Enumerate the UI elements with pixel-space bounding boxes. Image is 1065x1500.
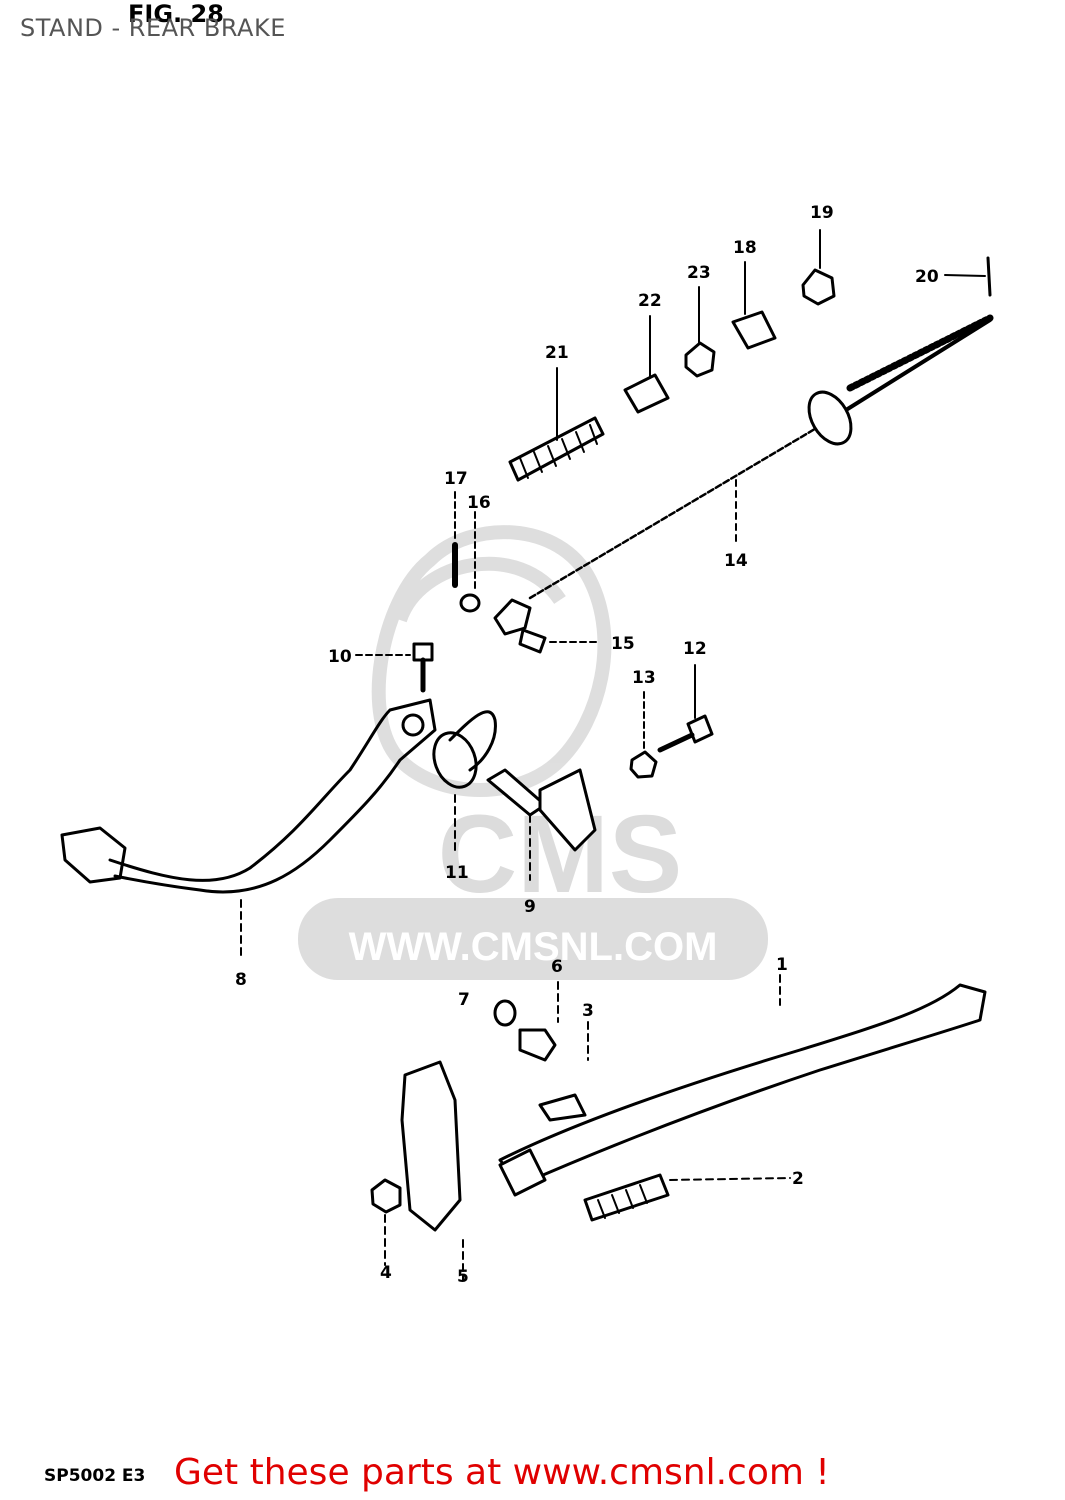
callout-3: 3 [582, 1001, 594, 1021]
callout-11: 11 [445, 863, 469, 883]
part-22-spacer [623, 315, 670, 414]
page-title: STAND - REAR BRAKE [20, 14, 286, 42]
callout-21: 21 [545, 343, 569, 363]
callout-7: 7 [458, 990, 470, 1010]
part-20-cotter-pin [944, 256, 992, 297]
callout-5: 5 [457, 1267, 469, 1287]
part-4-nut [370, 1178, 402, 1266]
part-1-side-stand [498, 974, 987, 1197]
callout-9: 9 [524, 897, 536, 917]
part-14-brake-rod [493, 314, 994, 636]
part-13-nut [629, 691, 658, 779]
callout-15: 15 [611, 634, 635, 654]
callout-14: 14 [724, 551, 748, 571]
callout-12: 12 [683, 639, 707, 659]
part-7-bolt [538, 1093, 587, 1122]
part-2-stand-spring [583, 1173, 791, 1222]
callout-19: 19 [810, 203, 834, 223]
callout-4: 4 [380, 1263, 392, 1283]
part-11-spring [432, 710, 497, 851]
part-23-nut [684, 286, 716, 378]
part-3-bolt [518, 1021, 589, 1062]
part-10-bolt [355, 642, 434, 693]
part-5-bracket [400, 1060, 464, 1281]
diagram-code: SP5002 E3 [44, 1466, 146, 1486]
part-19-adjust-nut [801, 229, 836, 306]
callout-16: 16 [467, 493, 491, 513]
callout-20: 20 [915, 267, 939, 287]
part-6-washer [493, 981, 559, 1027]
part-21-spring [508, 367, 605, 482]
part-16-washer [459, 511, 481, 613]
part-8-brake-pedal [60, 698, 437, 961]
part-18-joint [731, 261, 777, 350]
callout-10: 10 [328, 647, 352, 667]
callout-6: 6 [551, 957, 563, 977]
figure-label: FIG. 28 [128, 0, 224, 28]
promo-link[interactable]: Get these parts at www.cmsnl.com ! [174, 1452, 830, 1493]
callout-18: 18 [733, 238, 757, 258]
callout-22: 22 [638, 291, 662, 311]
callout-13: 13 [632, 668, 656, 688]
callout-1: 1 [776, 955, 788, 975]
callout-2: 2 [792, 1169, 804, 1189]
part-12-bolt [657, 664, 714, 753]
callout-23: 23 [687, 263, 711, 283]
part-9-shaft-arm [486, 768, 597, 881]
callout-17: 17 [444, 469, 468, 489]
callout-8: 8 [235, 970, 247, 990]
part-15-pin [518, 628, 599, 654]
